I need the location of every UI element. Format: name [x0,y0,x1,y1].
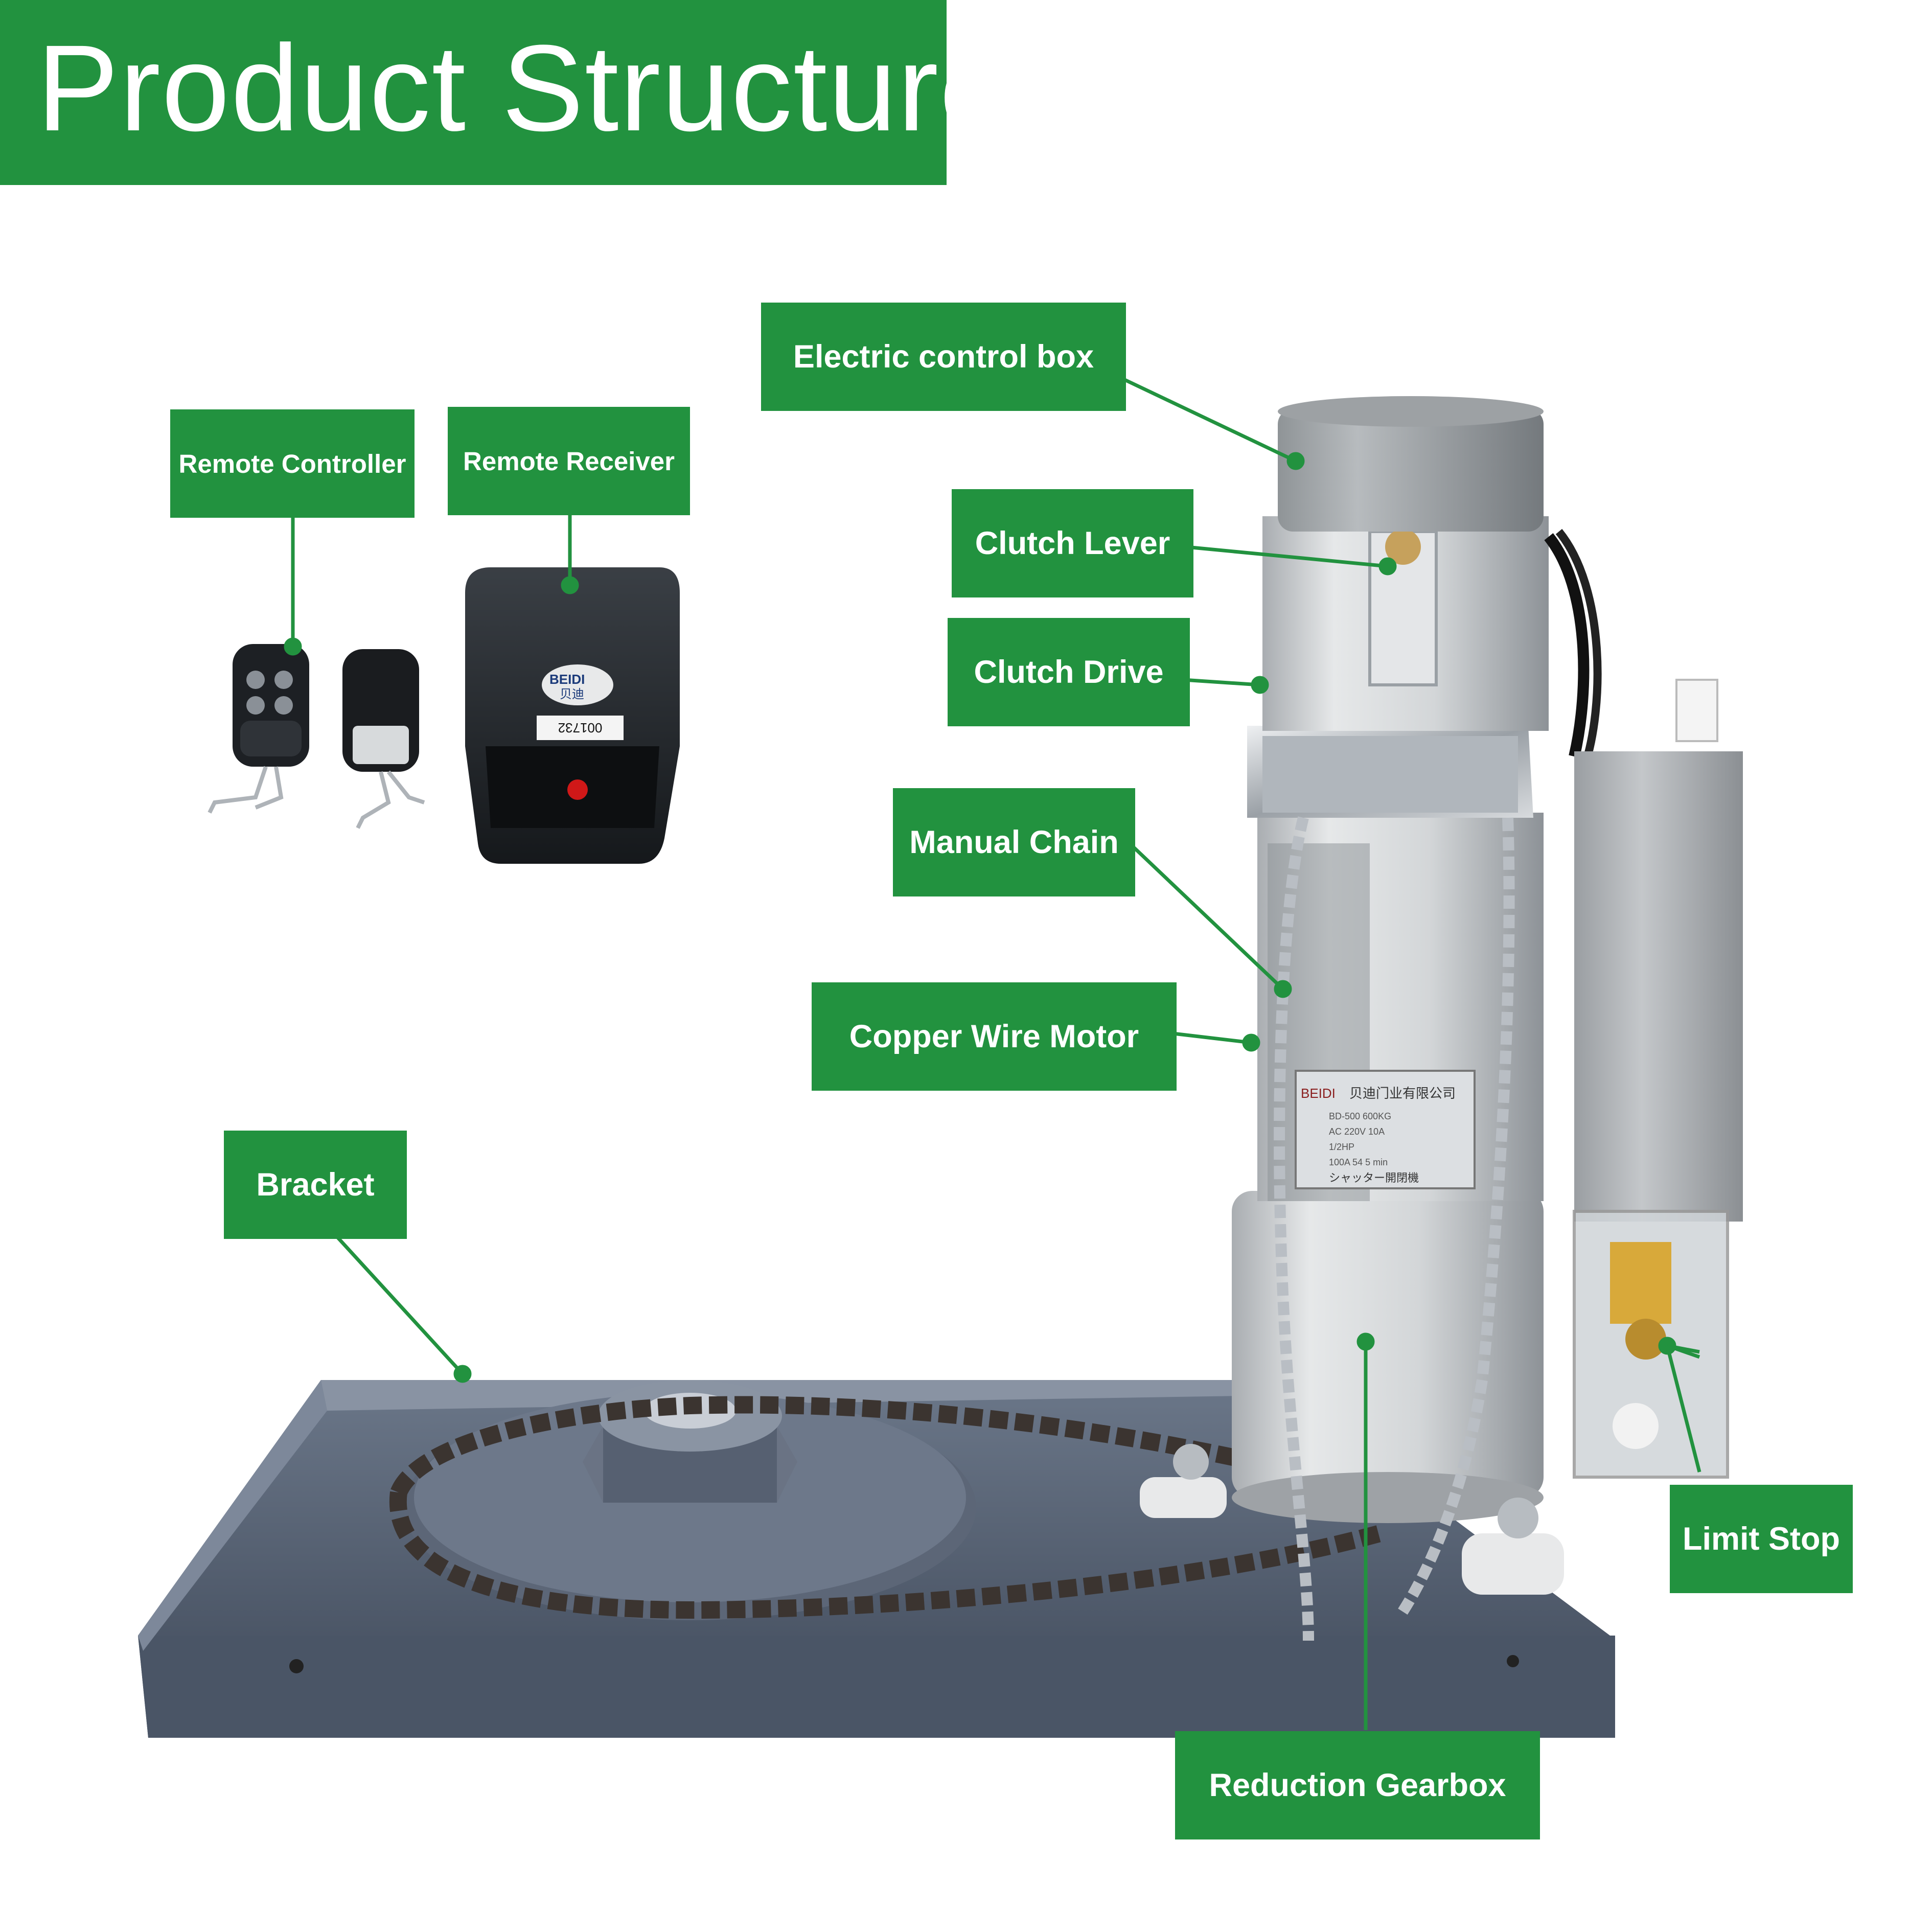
remote-receiver-device: BEIDI 贝迪 001732 [465,567,680,864]
sprocket [404,1380,976,1620]
svg-text:1/2HP: 1/2HP [1329,1142,1354,1152]
svg-text:贝迪门业有限公司: 贝迪门业有限公司 [1349,1086,1456,1101]
label-electric-control-box: Electric control box [761,303,1126,411]
label-bracket: Bracket [224,1131,407,1239]
label-remote-receiver: Remote Receiver [448,407,690,515]
svg-text:BEIDI: BEIDI [549,672,585,687]
motor-assembly: BEIDI 贝迪门业有限公司 BD-500 600KG AC 220V 10A … [1140,396,1743,1595]
label-clutch-lever: Clutch Lever [952,489,1193,597]
label-clutch-drive: Clutch Drive [948,618,1190,726]
manual-chain [1274,816,1515,1641]
label-manual-chain: Manual Chain [893,788,1135,896]
leader-lines [284,375,1700,1730]
limit-stop-leader [1665,1345,1701,1473]
label-copper-wire-motor: Copper Wire Motor [812,982,1177,1091]
page-title: Product Structure [37,19,1009,156]
svg-text:贝迪: 贝迪 [560,687,584,701]
svg-text:BEIDI: BEIDI [1301,1086,1336,1101]
title-banner: Product Structure [0,0,1008,185]
svg-text:シャッター開閉機: シャッター開閉機 [1329,1172,1419,1185]
label-reduction-gearbox: Reduction Gearbox [1175,1731,1540,1839]
svg-text:AC 220V 10A: AC 220V 10A [1329,1126,1385,1137]
label-limit-stop: Limit Stop [1670,1485,1853,1593]
drive-chain [389,1396,1383,1619]
svg-text:100A 54 5 min: 100A 54 5 min [1329,1157,1388,1167]
svg-text:BD-500 600KG: BD-500 600KG [1329,1111,1391,1121]
remote-controller-device [208,644,425,829]
svg-text:001732: 001732 [558,720,603,735]
label-remote-controller: Remote Controller [170,409,415,518]
